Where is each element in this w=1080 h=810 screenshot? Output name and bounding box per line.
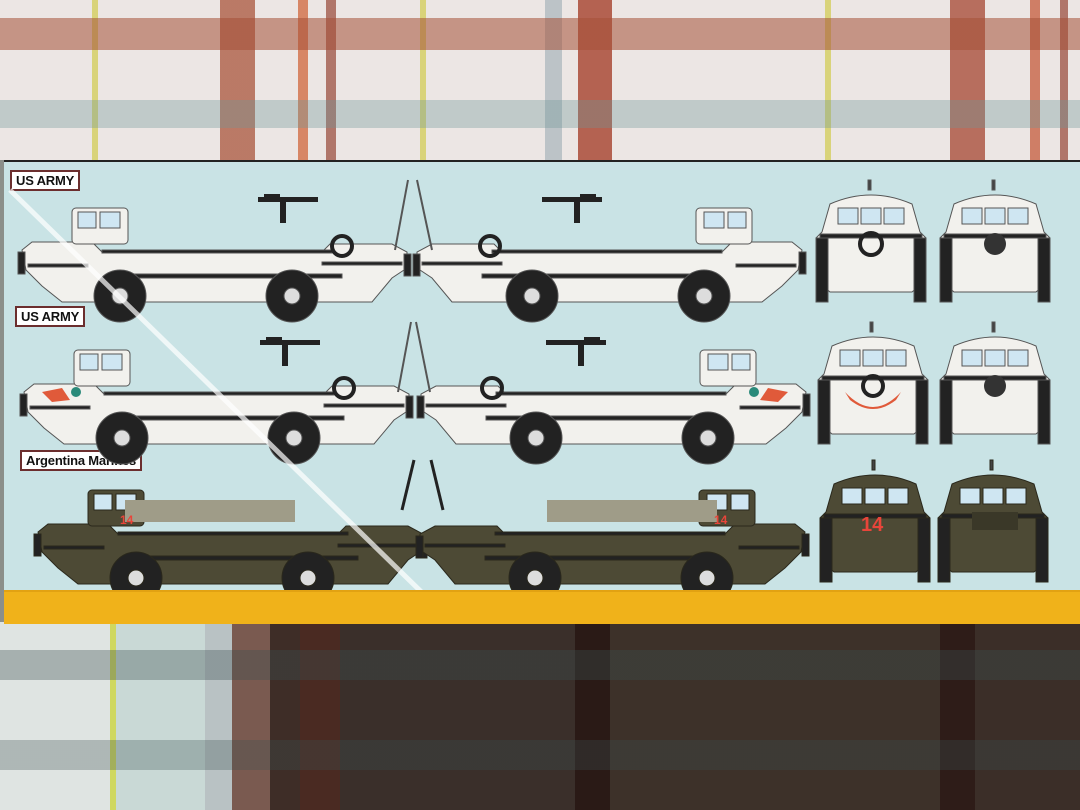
vehicle-row-3-rear-view — [937, 459, 1049, 583]
hull-number-left-side: 14 — [120, 513, 134, 527]
box-edge — [0, 160, 6, 622]
glare-reflection — [8, 188, 423, 590]
vehicle-row-1-front-view — [815, 179, 927, 303]
row-label-us-army-1: US ARMY — [10, 170, 81, 191]
row-label-us-army-2: US ARMY — [15, 306, 86, 327]
vehicle-profiles-illustration — [8, 179, 1051, 590]
vehicle-row-1-rear-view — [939, 179, 1051, 303]
vehicle-row-3-left-side — [33, 459, 428, 590]
plaid-cloth-background-top — [0, 0, 1080, 165]
hull-number-front: 14 — [861, 514, 884, 536]
vehicle-row-1-left-side — [17, 179, 412, 323]
vehicle-row-2-front-view — [817, 321, 929, 445]
plaid-cloth-background-bottom — [0, 620, 1080, 810]
yellow-bottom-stripe — [4, 590, 1080, 624]
vehicle-row-2-rear-view — [939, 321, 1051, 445]
vehicle-row-2-left-side — [19, 321, 414, 465]
hull-number-right-side: 14 — [714, 513, 728, 527]
vehicle-row-1-right-side — [412, 179, 807, 323]
vehicle-row-2-right-side — [415, 321, 811, 465]
vehicle-row-3-right-side — [415, 459, 810, 590]
